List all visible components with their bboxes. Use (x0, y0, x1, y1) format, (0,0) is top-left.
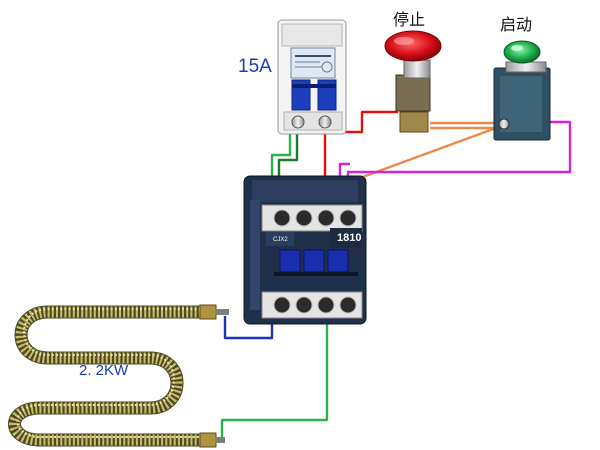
contactor-top-terminal-3 (317, 209, 335, 227)
breaker-terminal-left (291, 115, 305, 129)
start-button-terminal (498, 118, 510, 130)
contactor-top-terminal-2 (295, 209, 313, 227)
contactor-model-plate (330, 228, 362, 248)
contactor-top-terminal-4 (339, 209, 357, 227)
breaker-brand-label (290, 47, 336, 79)
contactor-top-terminal-1 (273, 209, 291, 227)
ac-contactor (243, 175, 367, 325)
start-pushbutton (493, 40, 551, 141)
stop-button-body (395, 74, 431, 112)
heater-fin-highlight (16, 308, 205, 438)
heater-fins (9, 306, 205, 446)
contactor-bottom-terminal-3 (317, 296, 335, 314)
contactor-window-2 (303, 249, 325, 273)
heater-terminal-bottom (199, 432, 225, 448)
stop-button-cap (384, 30, 442, 62)
heating-element (8, 304, 229, 448)
stop-pushbutton (384, 30, 442, 133)
start-button-label: 启动 (500, 15, 533, 34)
start-button-cap (503, 40, 541, 64)
contactor-window-1 (279, 249, 301, 273)
contactor-series-label: CJX2 (273, 237, 288, 243)
wire-blue-contactor-to-heater (223, 315, 274, 340)
contactor-bottom-terminal-1 (273, 296, 291, 314)
wire-orange-stop-to-start (430, 112, 502, 125)
breaker-terminal-right (318, 115, 332, 129)
heater-power-label: 2. 2KW (79, 362, 129, 379)
contactor-bottom-terminal-2 (295, 296, 313, 314)
contactor-window-3 (327, 249, 349, 273)
contactor-model-label: 1810 (337, 232, 362, 244)
wire-orange-stop-to-contactor (354, 126, 498, 302)
stop-button-label: 停止 (393, 10, 426, 29)
heater-terminal-top (199, 304, 229, 320)
breaker-rating-label: 15A (238, 56, 272, 77)
circuit-breaker (277, 19, 347, 135)
wire-green-contactor-to-heater (220, 318, 329, 438)
contactor-bottom-terminal-4 (339, 296, 357, 314)
